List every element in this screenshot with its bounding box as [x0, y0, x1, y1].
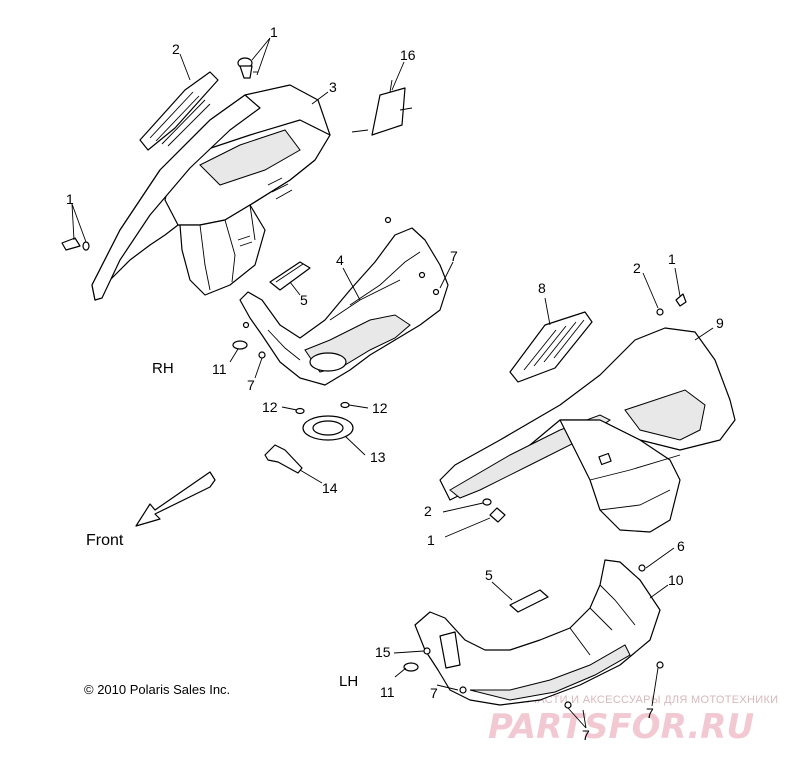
rh-label: RH — [152, 360, 174, 377]
callout-8: 8 — [538, 280, 546, 296]
lh-vent-grille — [509, 311, 593, 383]
lh-fastener-top — [656, 293, 687, 316]
callout-7-rh-right: 7 — [450, 248, 458, 264]
lh-fastener-bottom — [482, 498, 506, 523]
callout-3: 3 — [329, 79, 337, 95]
rh-fastener-7 — [258, 351, 266, 359]
callout-12-right: 12 — [372, 400, 388, 416]
callout-7-rh-left: 7 — [247, 377, 255, 393]
callout-13: 13 — [370, 449, 386, 465]
lh-plug-11 — [403, 662, 419, 672]
callout-2-lh-bottom: 2 — [424, 503, 432, 519]
callout-7-lh-right: 7 — [646, 705, 654, 721]
rh-plug-11 — [232, 340, 248, 350]
washer-12a — [295, 407, 305, 415]
front-arrow — [135, 471, 216, 527]
rh-inner-panel — [239, 216, 449, 386]
callout-5-lh: 5 — [485, 567, 493, 583]
callout-1-left: 1 — [66, 191, 74, 207]
rh-fastener-left — [61, 237, 90, 251]
lh-side-panel — [439, 327, 736, 533]
bracket-14 — [264, 444, 303, 474]
leader-lines — [71, 37, 714, 729]
callout-numbers: 1 2 3 16 1 4 7 5 11 7 12 12 13 14 8 2 1 … — [66, 24, 724, 743]
callout-1-top: 1 — [270, 24, 278, 40]
callout-11-lh: 11 — [380, 684, 395, 700]
lh-handle-5 — [509, 589, 549, 613]
copyright-notice: © 2010 Polaris Sales Inc. — [84, 682, 230, 697]
callout-7-lh-left: 7 — [430, 685, 438, 701]
callout-14: 14 — [322, 480, 338, 496]
callout-7-lh-bottom: 7 — [582, 727, 590, 743]
callout-9: 9 — [716, 315, 724, 331]
callout-4: 4 — [336, 252, 344, 268]
lh-inner-panel — [414, 559, 664, 709]
front-label: Front — [86, 532, 124, 549]
callout-10: 10 — [668, 572, 684, 588]
callout-11-rh: 11 — [212, 361, 227, 377]
lh-fastener-15 — [423, 647, 431, 655]
callout-6: 6 — [677, 538, 685, 554]
watermark-tagline: ЗАПЧАСТИ И АКСЕССУАРЫ ДЛЯ МОТОТЕХНИКИ — [507, 694, 778, 706]
rh-handle-5 — [269, 261, 311, 291]
callout-15: 15 — [375, 644, 391, 660]
callout-1-lh-top: 1 — [668, 251, 676, 267]
watermark-brand: PARTSFOR.RU — [488, 707, 754, 747]
lh-label: LH — [339, 673, 358, 690]
rh-fastener-top — [237, 57, 258, 79]
callout-5-rh: 5 — [300, 292, 308, 308]
rh-side-panel — [91, 84, 331, 301]
grommet-13 — [302, 415, 354, 441]
callout-16: 16 — [400, 47, 416, 63]
callout-2-lh-top: 2 — [633, 260, 641, 276]
callout-1-lh-bottom: 1 — [427, 532, 435, 548]
rh-vent-grille — [139, 71, 219, 151]
callout-12-left: 12 — [262, 399, 278, 415]
washer-12b — [340, 401, 350, 409]
decal-16 — [351, 79, 413, 136]
callout-2-top: 2 — [172, 41, 180, 57]
